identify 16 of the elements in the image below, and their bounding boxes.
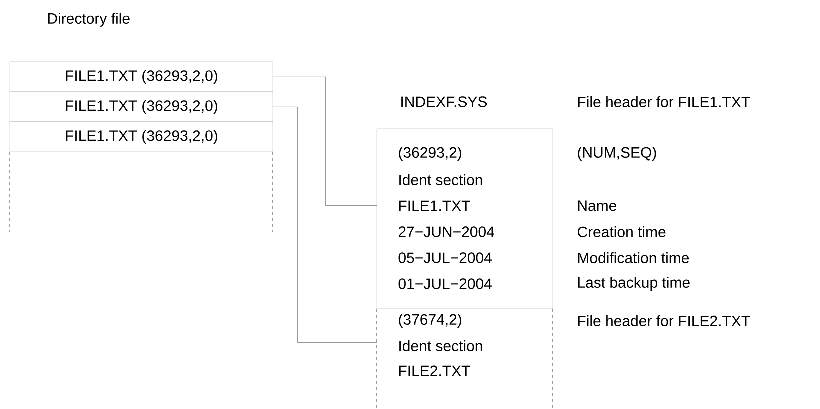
file-name-label: INDEXF.SYS xyxy=(402,96,488,108)
table-row: FILE1.TXT (36293,2,0) xyxy=(10,122,274,152)
connector-line xyxy=(273,77,378,206)
table-row: FILE1.TXT (36293,2,0) xyxy=(10,62,274,92)
file-header-box: (36293,2) Ident section FILE1.TXT 27−JUN−2004 05−JUL−2004 01−JUL−2004 xyxy=(377,129,554,310)
annotation: (NUM,SEQ) xyxy=(578,147,656,161)
annotation: File header for FILE2.TXT xyxy=(578,315,750,326)
file-header-box: (37674,2) Ident section FILE2.TXT xyxy=(376,308,554,409)
table-row: FILE1.TXT (36293,2,0) xyxy=(10,92,274,122)
annotation: Last backup time xyxy=(578,277,690,291)
heading: Directory file xyxy=(48,13,130,27)
annotation: Name xyxy=(578,200,617,212)
annotation: Modification time xyxy=(578,252,690,264)
connector-line xyxy=(273,107,378,344)
annotation: Creation time xyxy=(578,226,666,238)
annotation: File header for FILE1.TXT xyxy=(578,96,750,108)
